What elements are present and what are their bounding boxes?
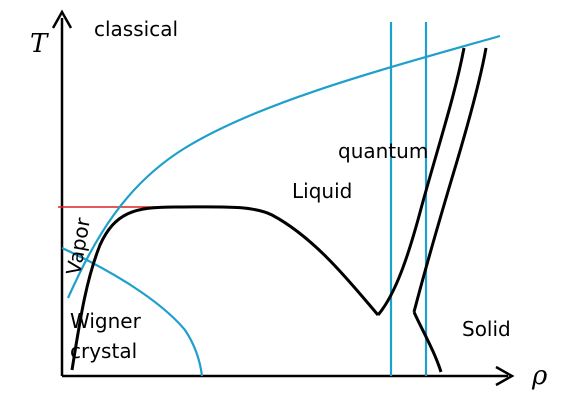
axes: T ρ — [30, 9, 548, 391]
phase-boundaries — [70, 47, 488, 373]
label-crystal: crystal — [70, 339, 137, 363]
label-liquid: Liquid — [292, 179, 352, 203]
x-axis-arrowhead — [495, 365, 515, 387]
classical-quantum-crossover-curve — [66, 34, 501, 299]
label-solid: Solid — [462, 317, 511, 341]
label-vapor: Vapor — [61, 215, 95, 277]
wigner-crystal-boundary-curve — [61, 247, 204, 377]
y-axis-label: T — [30, 29, 49, 59]
liquid-solid-boundary-left — [376, 47, 466, 316]
label-quantum: quantum — [338, 139, 428, 163]
y-axis-arrowhead — [51, 9, 73, 29]
x-axis-label: ρ — [531, 361, 548, 391]
solid-lower-boundary — [412, 311, 443, 373]
label-classical: classical — [94, 17, 178, 41]
region-labels: classical quantum Liquid Vapor Wigner cr… — [61, 17, 510, 363]
label-wigner: Wigner — [70, 309, 142, 333]
liquid-vapor-coexistence-curve — [70, 205, 380, 371]
liquid-solid-boundary-right — [412, 47, 488, 313]
crossover-curves — [61, 22, 501, 377]
